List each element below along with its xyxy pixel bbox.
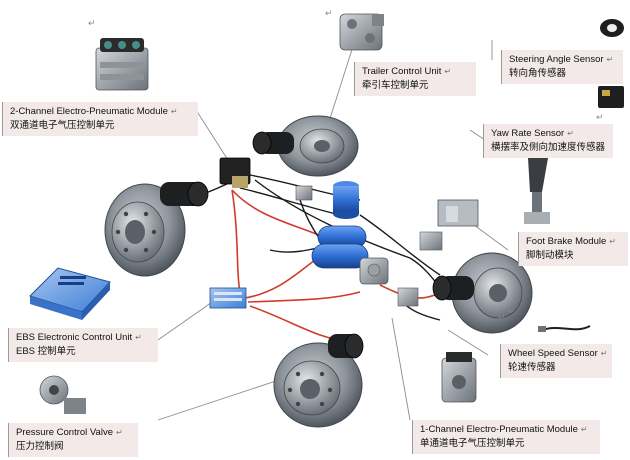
paragraph-mark: ↵ — [325, 8, 333, 18]
paragraph-mark: ↵ — [115, 428, 123, 437]
yaw-rate-sensor-picture — [598, 86, 624, 108]
paragraph-mark: ↵ — [580, 425, 588, 434]
paragraph-mark: ↵ — [508, 306, 516, 316]
label-en: EBS Electronic Control Unit — [16, 332, 133, 343]
wheel-lower-right — [432, 252, 533, 334]
one-channel-module-picture — [441, 352, 477, 403]
label-zh: 轮速传感器 — [508, 362, 556, 373]
paragraph-mark: ↵ — [606, 55, 614, 64]
steering-angle-sensor-picture — [600, 19, 624, 37]
paragraph-mark: ↵ — [135, 333, 142, 342]
label-zh: 牵引车控制单元 — [362, 80, 429, 91]
label-trailer-control-unit: Trailer Control Unit↵ 牵引车控制单元 — [354, 62, 476, 96]
label-en: Yaw Rate Sensor — [491, 128, 565, 139]
label-zh: 压力控制阀 — [16, 441, 64, 452]
wheel-speed-sensor-picture — [538, 325, 591, 332]
ebs-ecu-picture — [29, 267, 111, 320]
label-zh: 单通道电子气压控制单元 — [420, 438, 525, 449]
label-zh: EBS 控制单元 — [16, 346, 76, 357]
label-en: 1-Channel Electro-Pneumatic Module — [420, 424, 578, 435]
label-one-channel-module: 1-Channel Electro-Pneumatic Module↵ 单通道电… — [412, 420, 600, 454]
paragraph-mark: ↵ — [444, 67, 452, 76]
wheel-lower-left — [273, 333, 364, 428]
label-en: 2-Channel Electro-Pneumatic Module — [10, 106, 168, 117]
label-foot-brake-module: Foot Brake Module↵ 脚制动模块 — [518, 232, 628, 266]
label-two-channel-module: 2-Channel Electro-Pneumatic Module↵ 双通道电… — [2, 102, 198, 136]
paragraph-mark: ↵ — [609, 237, 616, 246]
paragraph-mark: ↵ — [600, 349, 608, 358]
label-en: Trailer Control Unit — [362, 66, 442, 77]
label-zh: 双通道电子气压控制单元 — [10, 120, 115, 131]
label-zh: 转向角传感器 — [509, 68, 567, 79]
paragraph-mark: ↵ — [88, 18, 96, 28]
wheel-upper-right — [252, 115, 359, 177]
label-pressure-control-valve: Pressure Control Valve↵ 压力控制阀 — [8, 423, 138, 457]
label-en: Pressure Control Valve — [16, 427, 113, 438]
label-ebs-ecu: EBS Electronic Control Unit↵ EBS 控制单元 — [8, 328, 158, 362]
paragraph-mark: ↵ — [498, 312, 506, 322]
label-en: Foot Brake Module — [526, 236, 607, 247]
paragraph-mark: ↵ — [567, 129, 574, 138]
central-modules — [209, 157, 479, 309]
paragraph-mark: ↵ — [170, 107, 178, 116]
label-steering-angle-sensor: Steering Angle Sensor↵ 转向角传感器 — [501, 50, 623, 84]
foot-brake-module-picture — [524, 158, 550, 224]
paragraph-mark: ↵ — [596, 112, 604, 122]
two-channel-module-picture — [95, 38, 149, 91]
label-zh: 横摆率及侧向加速度传感器 — [491, 142, 606, 153]
label-yaw-rate-sensor: Yaw Rate Sensor↵ 横摆率及侧向加速度传感器 — [483, 124, 613, 158]
label-en: Steering Angle Sensor — [509, 54, 604, 65]
label-wheel-speed-sensor: Wheel Speed Sensor↵ 轮速传感器 — [500, 344, 612, 378]
pressure-control-valve-picture — [39, 375, 86, 414]
trailer-control-unit-picture — [339, 13, 384, 51]
label-zh: 脚制动模块 — [526, 250, 574, 261]
label-en: Wheel Speed Sensor — [508, 348, 598, 359]
wheel-upper-left — [104, 181, 209, 277]
